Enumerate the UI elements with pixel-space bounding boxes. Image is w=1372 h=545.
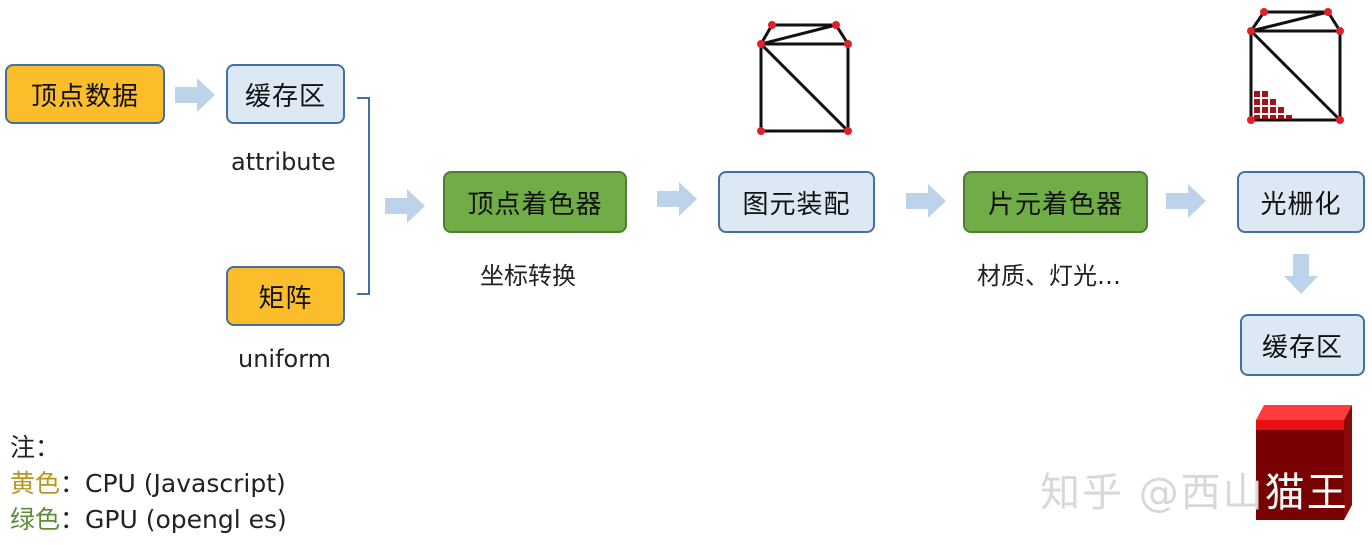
vertex-shader-label: 顶点着色器	[467, 189, 603, 220]
raster-mesh-icon	[1247, 8, 1344, 124]
attribute-caption: attribute	[231, 148, 336, 176]
note-green: 绿色：GPU (opengl es)	[10, 500, 287, 536]
arrow-icon	[657, 182, 697, 216]
uniform-caption: uniform	[238, 345, 332, 373]
buffer-label-top: 缓存区	[244, 81, 326, 112]
vertex-shader-box: 顶点着色器	[443, 171, 627, 233]
note-yellow-desc: ：CPU (Javascript)	[60, 469, 286, 498]
fragment-shader-label: 片元着色器	[987, 189, 1123, 220]
fragment-shader-box: 片元着色器	[963, 171, 1148, 233]
watermark-text-on-cube: 猫王	[1264, 470, 1349, 516]
primitive-assembly-box: 图元装配	[718, 171, 875, 233]
buffer-label-bottom: 缓存区	[1261, 332, 1343, 363]
watermark-text: 知乎 @西山	[1040, 470, 1265, 516]
rasterize-box: 光栅化	[1237, 171, 1365, 233]
note-green-desc: ：GPU (opengl es)	[60, 505, 287, 534]
arrow-icon	[1166, 184, 1206, 218]
watermark: 知乎 @西山猫王	[1040, 460, 1349, 518]
vertex-data-box: 顶点数据	[5, 64, 165, 124]
rasterize-label: 光栅化	[1260, 189, 1342, 220]
material-light-caption: 材质、灯光…	[977, 262, 1121, 290]
arrow-down-icon	[1284, 254, 1318, 294]
arrow-icon	[906, 184, 946, 218]
wireframe-mesh-icon	[757, 21, 852, 135]
buffer-box-bottom: 缓存区	[1240, 314, 1365, 376]
primitive-assembly-label: 图元装配	[742, 189, 851, 220]
red-cube-icon	[1256, 405, 1352, 520]
matrix-box: 矩阵	[226, 266, 345, 326]
coord-transform-caption: 坐标转换	[480, 262, 576, 290]
note-yellow: 黄色：CPU (Javascript)	[10, 464, 286, 500]
note-green-key: 绿色	[10, 505, 61, 534]
bracket-connector	[357, 97, 370, 295]
notes-title: 注：	[10, 433, 61, 462]
arrow-icon	[175, 78, 215, 112]
vertex-data-label: 顶点数据	[30, 81, 139, 112]
note-yellow-key: 黄色	[10, 469, 61, 498]
buffer-box-top: 缓存区	[226, 64, 345, 124]
arrow-icon	[385, 189, 425, 223]
matrix-label: 矩阵	[258, 283, 313, 314]
